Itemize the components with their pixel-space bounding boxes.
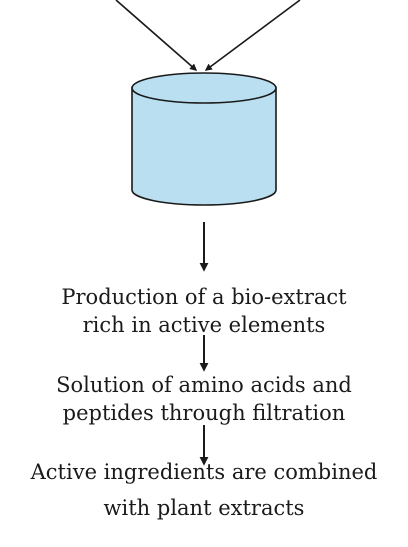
step-2-caption: Solution of amino acids and peptides thr…: [0, 371, 408, 427]
vessel-cylinder-icon: [131, 72, 277, 206]
step-3-line-1: Active ingredients are combined: [30, 460, 378, 484]
step-2-line-1: Solution of amino acids and: [56, 373, 352, 397]
step-1-caption: Production of a bio-extract rich in acti…: [0, 283, 408, 339]
step-2-line-2: peptides through filtration: [62, 401, 346, 425]
input-arrow-left: [115, 0, 198, 71]
step-1-line-1: Production of a bio-extract: [61, 285, 347, 309]
input-arrow-right: [204, 0, 301, 71]
step-3-line-2: with plant extracts: [103, 496, 305, 520]
step-1-line-2: rich in active elements: [82, 313, 326, 337]
step-3-caption: Active ingredients are combined with pla…: [0, 458, 408, 522]
